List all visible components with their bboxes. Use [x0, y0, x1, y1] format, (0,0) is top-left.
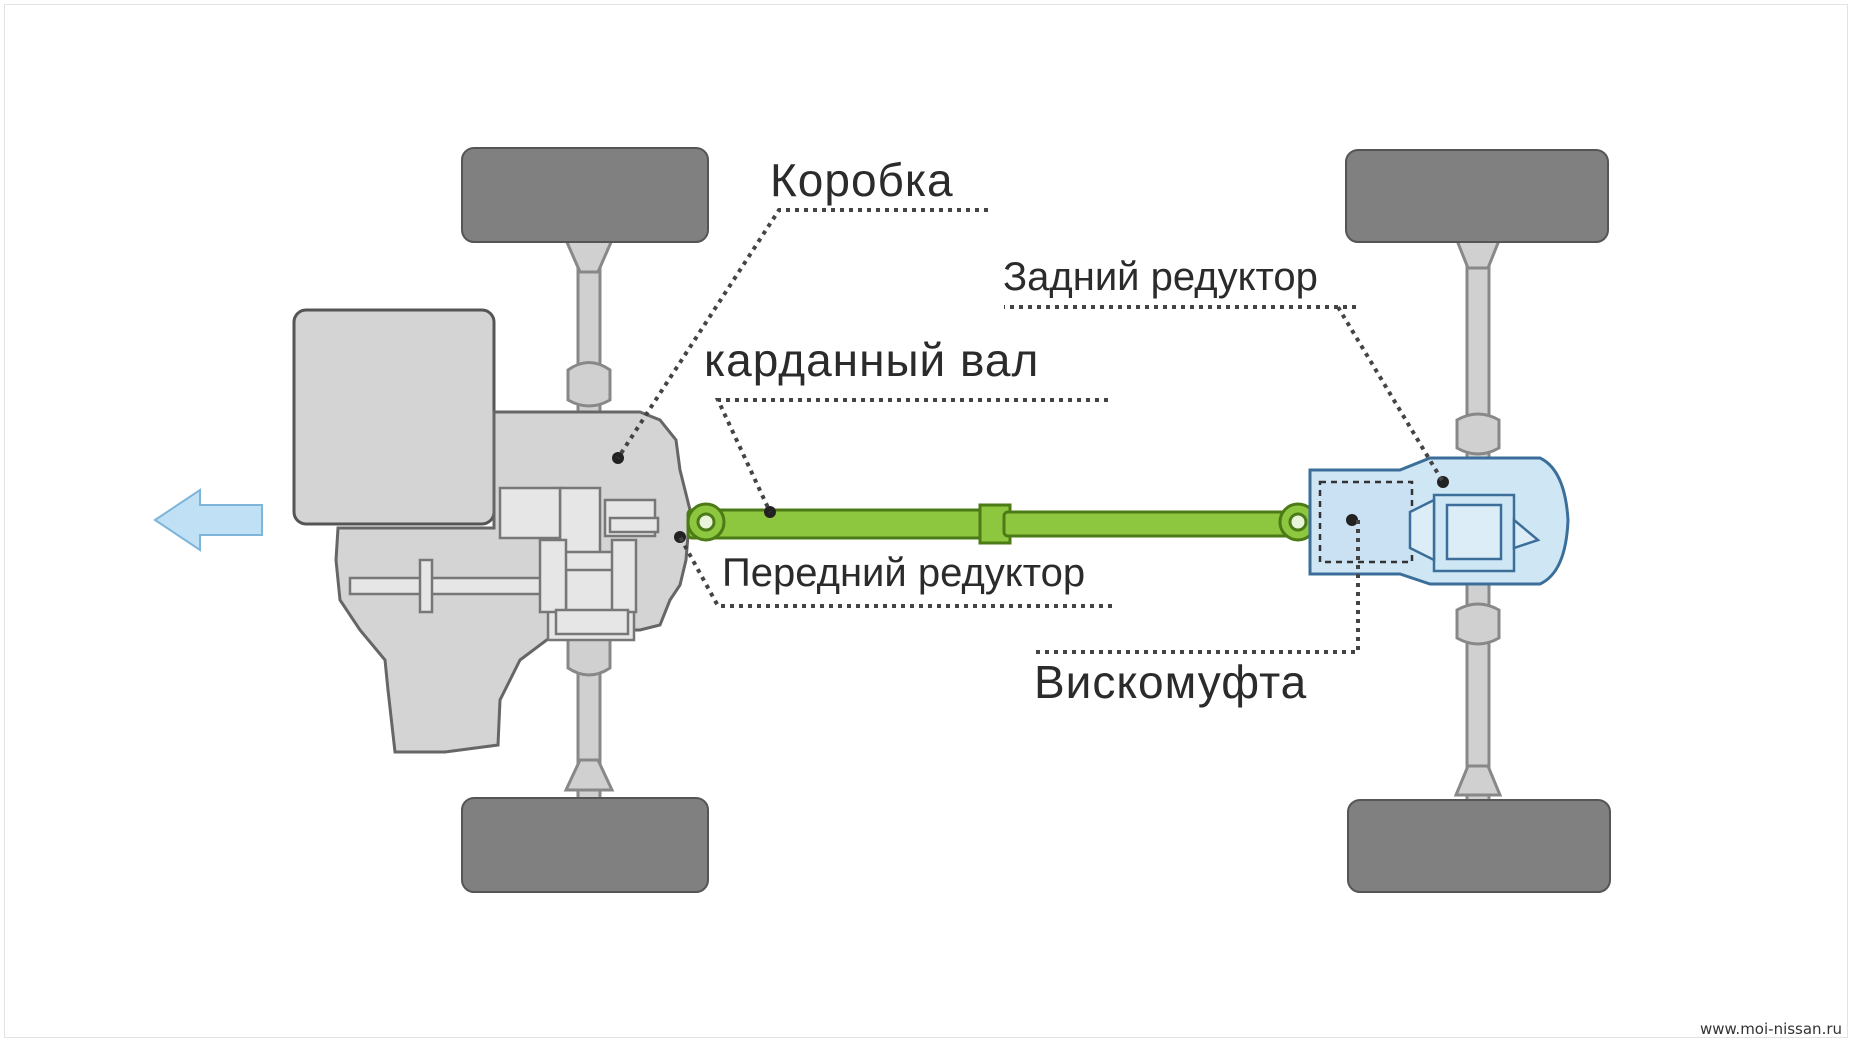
arrow-left-icon — [153, 488, 263, 552]
label-front-diff: Передний редуктор — [722, 551, 1085, 595]
engine-block — [292, 308, 496, 526]
site-credit: www.moi-nissan.ru — [1700, 1020, 1842, 1038]
rear-right-wheel — [1347, 799, 1611, 893]
label-gearbox: Коробка — [770, 154, 954, 206]
propshaft — [686, 502, 1318, 545]
rear-diff-internals — [1408, 493, 1541, 573]
front-axle — [563, 238, 615, 812]
front-left-wheel — [461, 147, 709, 243]
label-rear-diff: Задний редуктор — [1003, 255, 1318, 299]
front-diff-marker-dot — [674, 531, 686, 543]
viscous-marker-dot — [1346, 514, 1358, 526]
front-right-wheel — [461, 797, 709, 893]
label-propshaft: карданный вал — [704, 334, 1039, 386]
diagram-frame — [4, 4, 1848, 1038]
leader-lines — [616, 208, 1445, 654]
gearbox-internals — [348, 486, 660, 642]
label-viscous-coupling: Вискомуфта — [1034, 656, 1307, 708]
rear-left-wheel — [1345, 149, 1609, 243]
viscous-coupling-body — [1318, 480, 1414, 564]
